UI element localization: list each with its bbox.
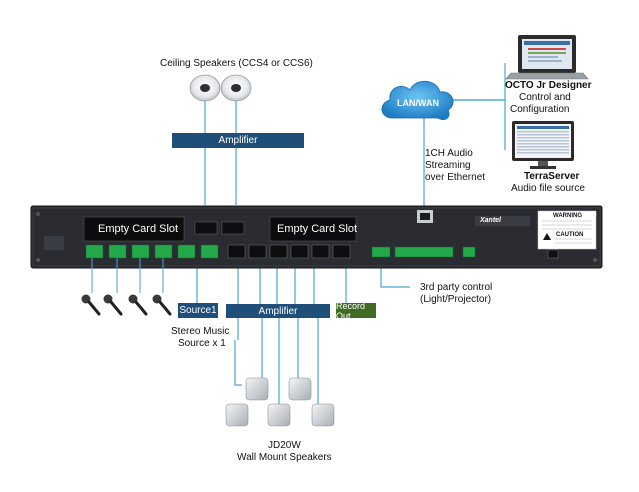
microphone-icon [128,294,148,316]
mic-wires [91,258,164,293]
wall-speaker-icon [267,403,291,427]
monitor-icon [512,121,574,169]
control-terminals [371,246,476,258]
designer-line-3: Configuration [510,104,570,115]
caution-label: CAUTION [556,232,584,238]
streaming-line-2: Streaming [425,160,471,171]
source1-box: Source1 [178,303,218,318]
empty-card-slot-right-label: Empty Card Slot [277,223,358,235]
wall-speaker-icon [288,377,312,401]
empty-card-slot-right [269,216,357,242]
empty-card-slot-left-label: Empty Card Slot [98,223,179,235]
microphone-icon [152,294,172,316]
designer-title: OCTO Jr Designer [505,80,592,91]
ceiling-speaker-icon [189,74,221,102]
microphone-icon [81,294,101,316]
jd20w-line-2: Wall Mount Speakers [237,452,332,463]
wall-speaker-icon [311,403,335,427]
wall-speaker-icon [245,377,269,401]
wire-amp-down-1 [234,262,242,386]
terraserver-title: TerraServer [524,171,580,182]
warning-label: WARNING [553,213,582,219]
stereo-music-line-2: Source x 1 [178,338,226,349]
streaming-line-1: 1CH Audio [425,148,473,159]
lan-wan-label: LAN/WAN [397,98,439,108]
jd20w-line-1: JD20W [268,440,301,451]
wall-speaker-icon [225,403,249,427]
empty-card-slot-left [83,216,185,242]
designer-line-2: Control and [519,92,571,103]
output-terminals [227,244,351,259]
terraserver-line-2: Audio file source [511,183,585,194]
laptop-icon [505,35,589,80]
amplifier-top-box: Amplifier [172,133,304,148]
ceiling-speakers-label: Ceiling Speakers (CCS4 or CCS6) [160,58,313,69]
third-party-line-2: (Light/Projector) [420,294,492,305]
record-out-label: Record Out [336,300,366,321]
microphone-icon [103,294,123,316]
ethernet-port-icon [417,210,433,223]
cloud-icon [381,80,454,120]
wire-amp-down-2 [259,262,263,385]
stereo-music-line-1: Stereo Music [171,326,230,337]
brand-label: Xantel [480,217,502,224]
ceiling-speaker-icon [220,74,252,102]
amplifier-bottom-label: Amplifier [258,305,298,317]
record-out-box: Record Out [336,300,376,321]
wire-network-laptop [452,63,506,101]
amplifier-bottom-box: Amplifier [226,304,330,318]
wire-amp-down-5 [313,262,319,405]
source1-label: Source1 [179,305,217,316]
wire-network-monitor [452,99,506,150]
wire-amp-down-3 [276,262,280,405]
wire-amp-down-4 [294,262,299,385]
third-party-line-1: 3rd party control [420,282,493,293]
streaming-line-3: over Ethernet [425,172,486,183]
amplifier-top-label: Amplifier [218,135,258,146]
octo-jr-chassis [30,205,603,269]
